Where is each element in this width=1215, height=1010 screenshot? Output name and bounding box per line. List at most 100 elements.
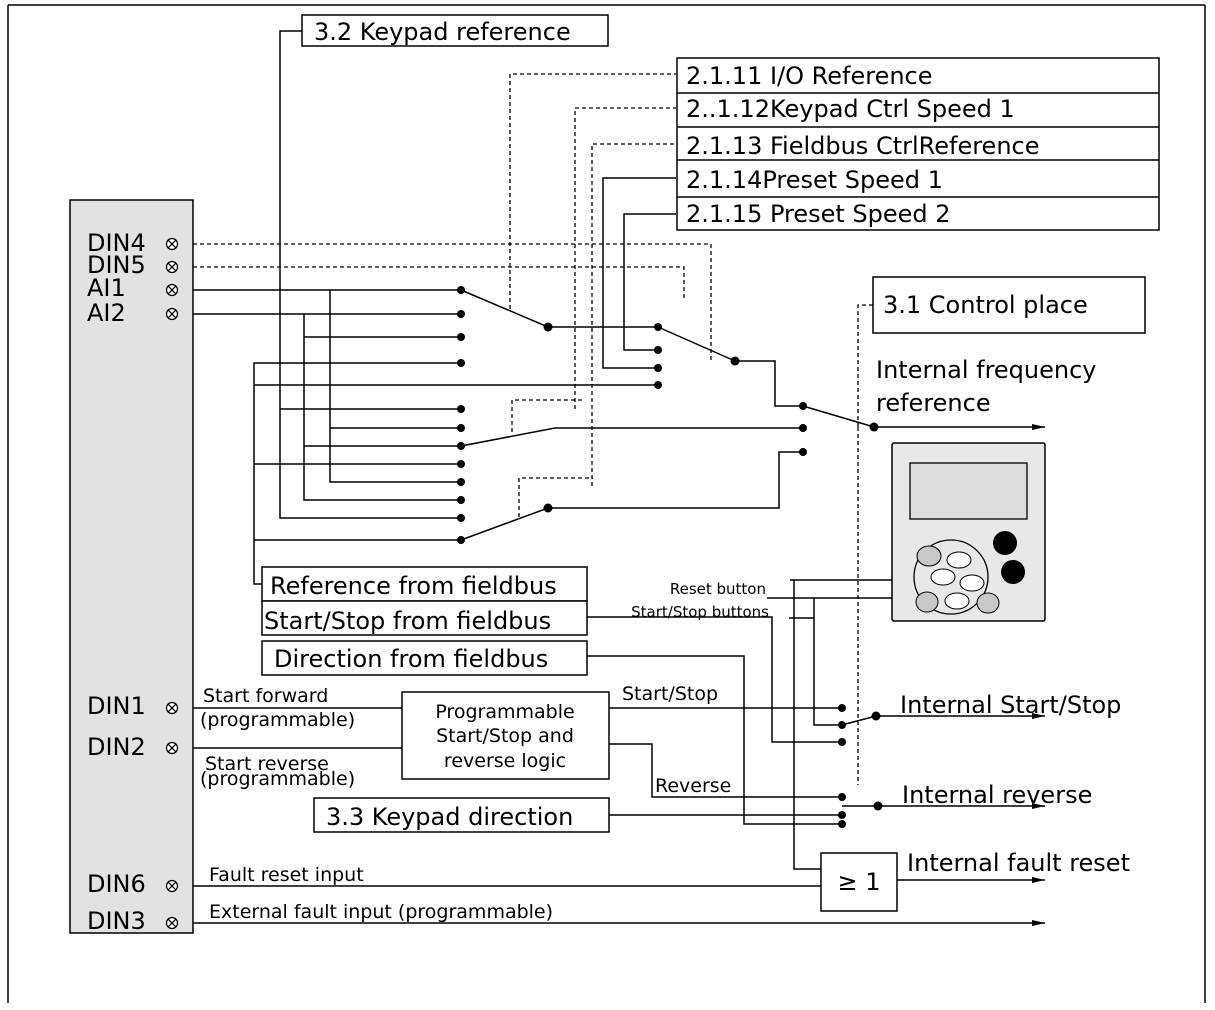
io-terminal-labels: DIN4 DIN5 AI1 AI2 DIN1 DIN2 DIN6 DIN3: [87, 229, 146, 935]
keypad-button-icon: [946, 551, 972, 569]
internal-fault-reset-label: Internal fault reset: [907, 849, 1130, 877]
control-place-box: [872, 276, 1146, 334]
contact-dot: [838, 738, 846, 746]
dashed-control-wires: [193, 73, 873, 785]
terminal-din3-label: DIN3: [87, 907, 146, 935]
contact-dot: [838, 704, 846, 712]
terminal-connector-icon: [165, 307, 179, 321]
fieldbus-boxes: Reference from fieldbus Start/Stop from …: [261, 566, 588, 676]
fieldbus-start-stop-box: [261, 600, 588, 636]
keypad-button-icon: [959, 574, 985, 592]
contact-dot: [730, 356, 740, 366]
keypad-button-icon: [944, 592, 970, 610]
keypad-button-icon: [930, 568, 956, 586]
contact-dot: [799, 402, 807, 410]
fieldbus-reference-label: Reference from fieldbus: [270, 572, 557, 600]
keypad-button-icon: [916, 545, 942, 567]
wire-labels: Start forward (programmable) Start rever…: [200, 580, 769, 923]
terminal-ai2-label: AI2: [87, 299, 126, 327]
terminal-din5-label: DIN5: [87, 251, 146, 279]
terminal-din4-label: DIN4: [87, 229, 146, 257]
contact-dot: [543, 322, 553, 332]
logic-block-line3: reverse logic: [444, 750, 566, 772]
contact-dot: [871, 711, 881, 721]
start-forward-note: (programmable): [200, 709, 355, 731]
contact-dot: [457, 310, 465, 318]
contact-dot: [838, 811, 846, 819]
contact-dot: [799, 448, 807, 456]
logic-blocks: Programmable Start/Stop and reverse logi…: [401, 691, 898, 912]
preset-speed-2-label: 2.1.15 Preset Speed 2: [686, 200, 951, 228]
contact-dot: [457, 514, 465, 522]
terminal-connector-icon: [165, 237, 179, 251]
keypad-button-icon: [976, 592, 1000, 614]
signal-wires: [193, 30, 1045, 926]
contact-dot: [799, 424, 807, 432]
logic-block-line1: Programmable: [435, 701, 574, 723]
contact-dot: [457, 460, 465, 468]
diagram-frame: [7, 4, 1206, 1003]
fault-reset-or-gate: [820, 852, 898, 912]
keypad-start-button-icon: [993, 531, 1017, 555]
contact-dot: [654, 346, 662, 354]
terminal-connector-icon: [165, 701, 179, 715]
contact-dot: [654, 323, 662, 331]
keypad-display: [909, 462, 1028, 520]
contact-dot: [457, 333, 465, 341]
start-forward-label: Start forward: [203, 685, 328, 707]
internal-frequency-label-line1: Internal frequency: [876, 356, 1097, 384]
keypad-direction-label: 3.3 Keypad direction: [326, 803, 573, 831]
or-gate-label: ≥ 1: [837, 868, 880, 896]
contact-dot: [873, 801, 883, 811]
terminal-connector-icon: [165, 741, 179, 755]
preset-speed-1-label: 2.1.14Preset Speed 1: [686, 166, 943, 194]
keypad-button-icon: [915, 591, 939, 613]
contact-dot: [654, 381, 662, 389]
keypad-stop-button-icon: [1001, 560, 1025, 584]
start-stop-logic-block: [401, 691, 610, 780]
terminal-din1-label: DIN1: [87, 692, 146, 720]
contact-dot: [457, 478, 465, 486]
terminal-connector-icon: [165, 283, 179, 297]
terminal-ai1-label: AI1: [87, 274, 126, 302]
fieldbus-start-stop-label: Start/Stop from fieldbus: [264, 607, 551, 635]
start-reverse-note: (programmable): [200, 768, 355, 790]
logic-block-line2: Start/Stop and: [436, 725, 574, 747]
reference-list-box: [676, 57, 1160, 231]
fieldbus-direction-box: [261, 640, 588, 676]
contact-dot: [457, 442, 465, 450]
keypad-device: [891, 442, 1046, 622]
reset-button-label: Reset button: [670, 580, 766, 598]
output-labels: Internal frequency reference Internal St…: [876, 356, 1130, 877]
contact-dot: [838, 793, 846, 801]
keypad-reference-label: 3.2 Keypad reference: [314, 18, 571, 46]
contact-dot: [543, 503, 553, 513]
external-fault-input-label: External fault input (programmable): [209, 901, 553, 923]
keypad-direction-box: [313, 797, 610, 833]
fault-reset-input-label: Fault reset input: [209, 864, 364, 886]
contact-dot: [457, 496, 465, 504]
contact-dot: [654, 364, 662, 372]
terminal-connector-icon: [165, 879, 179, 893]
internal-frequency-label-line2: reference: [876, 389, 991, 417]
terminal-connector-icons: [165, 237, 179, 930]
contact-dot: [457, 405, 465, 413]
internal-start-stop-label: Internal Start/Stop: [900, 691, 1121, 719]
contact-dot: [457, 286, 465, 294]
start-reverse-label: Start reverse: [205, 753, 329, 775]
terminal-din2-label: DIN2: [87, 733, 146, 761]
terminal-connector-icon: [165, 916, 179, 930]
control-place-label: 3.1 Control place: [883, 291, 1088, 319]
start-stop-signal-label: Start/Stop: [622, 683, 718, 705]
start-stop-buttons-label: Start/Stop buttons: [631, 603, 769, 621]
contact-dot: [457, 424, 465, 432]
switch-contact-dots: [457, 286, 883, 828]
contact-dot: [869, 422, 879, 432]
io-terminal-block: [69, 199, 194, 934]
keypad-ctrl-speed-label: 2..1.12Keypad Ctrl Speed 1: [686, 95, 1015, 123]
contact-dot: [457, 359, 465, 367]
contact-dot: [838, 820, 846, 828]
terminal-din6-label: DIN6: [87, 870, 146, 898]
fieldbus-ctrl-reference-label: 2.1.13 Fieldbus CtrlReference: [686, 132, 1040, 160]
contact-dot: [457, 536, 465, 544]
